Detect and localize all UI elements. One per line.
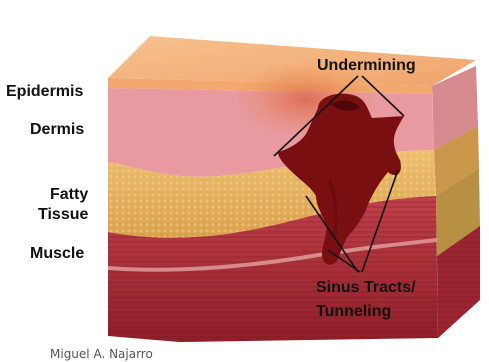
label-sinus-line1: Sinus Tracts/ bbox=[316, 279, 416, 296]
image-credit: Miguel A. Najarro bbox=[50, 347, 153, 361]
label-fatty-line2: Tissue bbox=[38, 206, 89, 223]
label-undermining: Undermining bbox=[317, 57, 416, 74]
label-muscle: Muscle bbox=[30, 245, 84, 262]
label-dermis: Dermis bbox=[30, 121, 84, 138]
label-fatty-line1: Fatty bbox=[50, 186, 88, 203]
side-face bbox=[432, 66, 480, 338]
label-epidermis: Epidermis bbox=[6, 83, 83, 100]
label-sinus-line2: Tunneling bbox=[316, 303, 391, 320]
